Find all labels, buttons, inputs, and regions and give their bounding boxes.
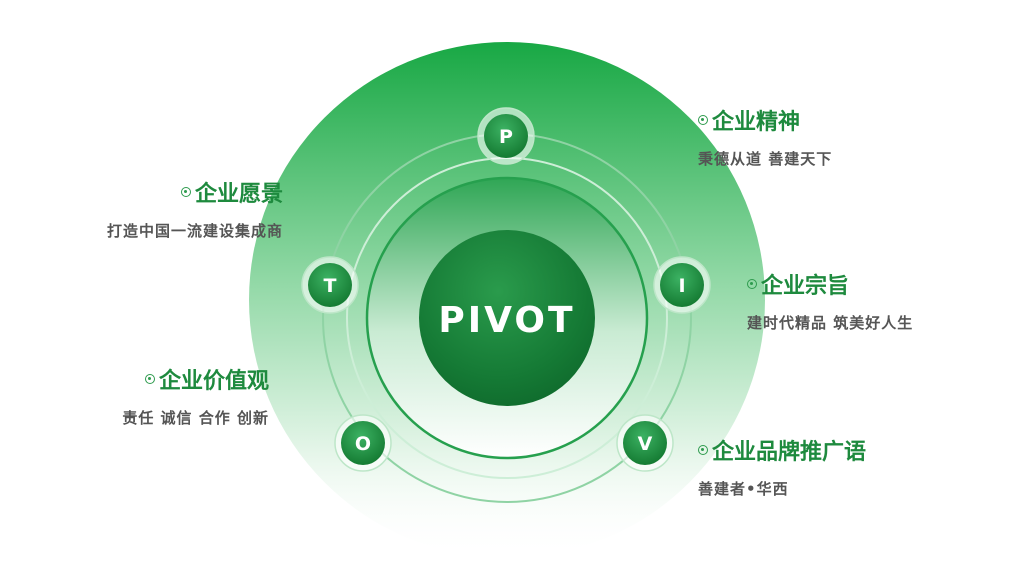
label-vision: 企业愿景 打造中国一流建设集成商	[107, 176, 283, 241]
node-o-label: O	[355, 433, 371, 455]
bullet-icon	[698, 115, 708, 125]
label-slogan: 企业品牌推广语 善建者•华西	[698, 434, 866, 499]
values-title: 企业价值观	[158, 369, 269, 394]
values-subtitle: 责任 诚信 合作 创新	[122, 409, 269, 427]
node-i-label: I	[678, 275, 685, 297]
node-v-label: V	[638, 433, 653, 455]
node-t-label: T	[324, 275, 337, 297]
node-p	[484, 114, 528, 158]
purpose-subtitle: 建时代精品 筑美好人生	[747, 314, 914, 332]
slogan-subtitle: 善建者•华西	[698, 480, 789, 498]
label-spirit: 企业精神 秉德从道 善建天下	[698, 104, 832, 169]
core-circle	[419, 230, 595, 406]
vision-subtitle: 打造中国一流建设集成商	[106, 222, 283, 240]
purpose-title: 企业宗旨	[761, 274, 850, 299]
bullet-icon	[144, 374, 155, 384]
bullet-icon	[747, 279, 757, 289]
label-purpose: 企业宗旨 建时代精品 筑美好人生	[747, 268, 913, 333]
vision-title: 企业愿景	[194, 182, 283, 207]
bullet-icon	[180, 187, 191, 197]
node-i	[660, 263, 704, 307]
spirit-title: 企业精神	[712, 110, 801, 135]
center-label: PIVOT	[438, 300, 575, 341]
node-o	[341, 421, 385, 465]
node-p-label: P	[499, 126, 513, 148]
slogan-title: 企业品牌推广语	[712, 440, 867, 465]
label-values: 企业价值观 责任 诚信 合作 创新	[122, 363, 269, 428]
node-t	[308, 263, 352, 307]
node-v	[623, 421, 667, 465]
spirit-subtitle: 秉德从道 善建天下	[698, 150, 833, 168]
bullet-icon	[698, 445, 708, 455]
